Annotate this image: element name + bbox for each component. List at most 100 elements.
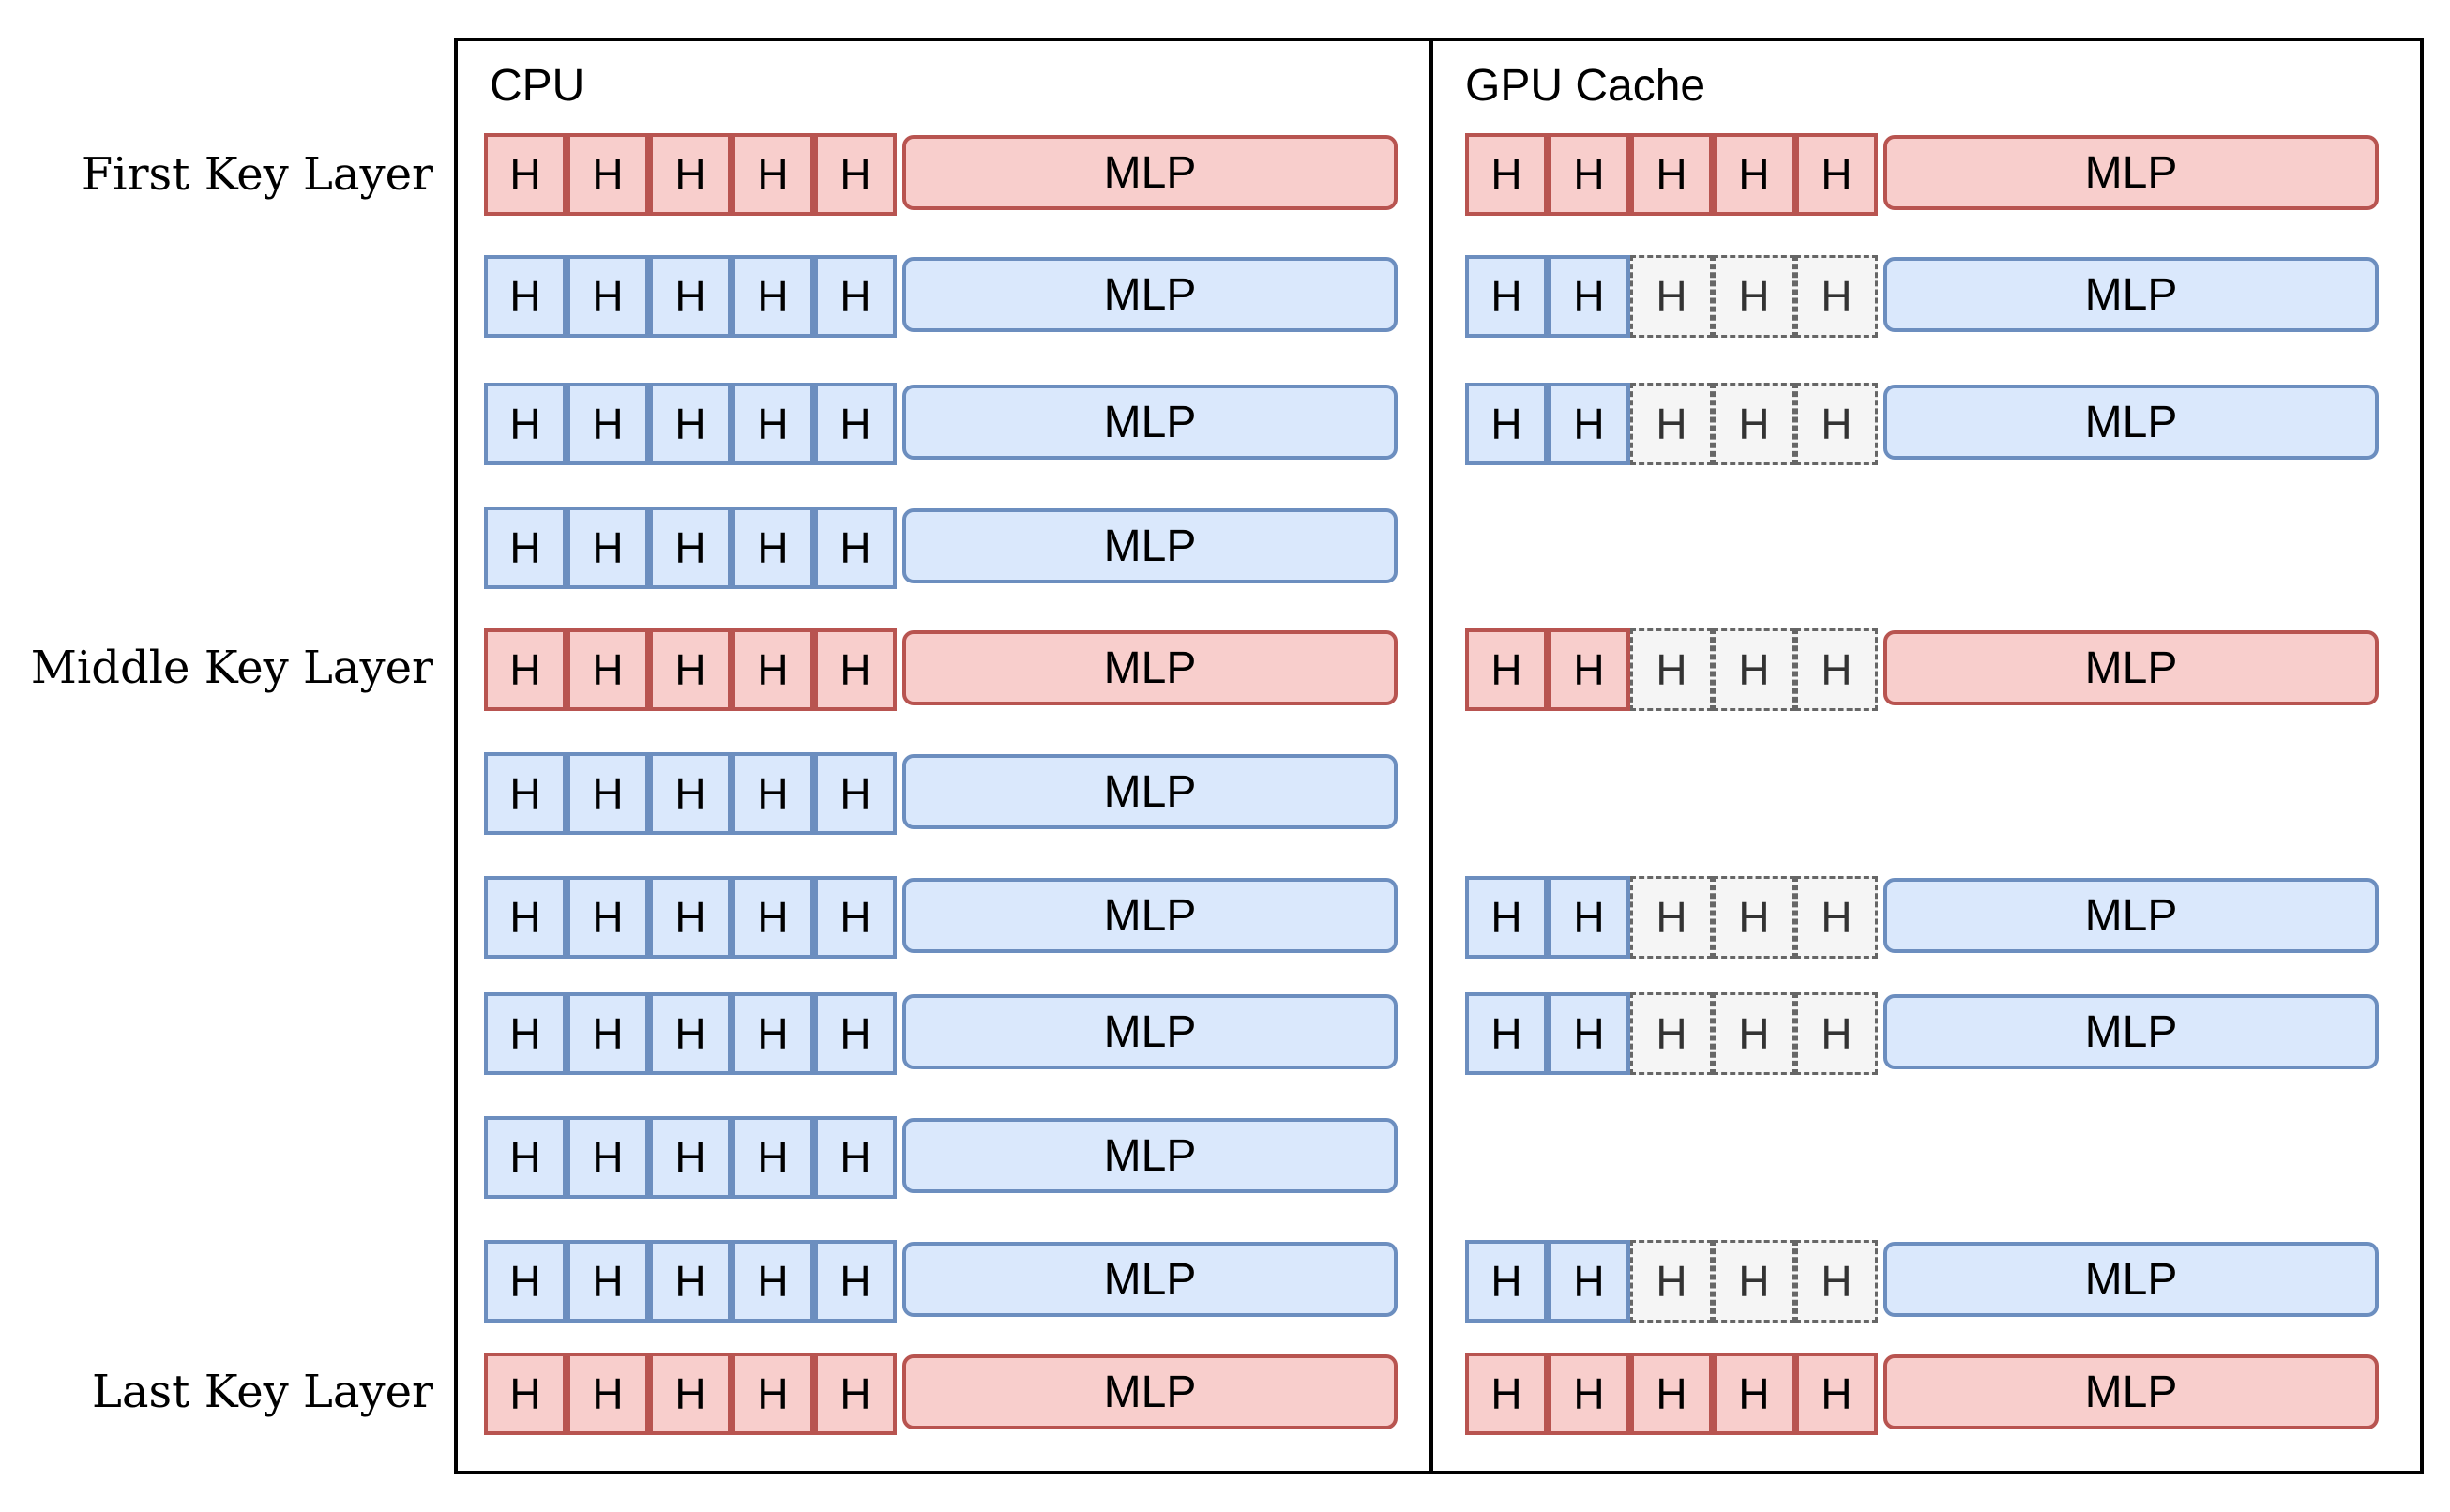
gpu-cached-head: H [1465,628,1548,711]
cpu-attention-head: H [649,1116,732,1199]
gpu-evicted-head: H [1713,628,1795,711]
cpu-attention-head: H [484,133,567,216]
gpu-evicted-head: H [1630,628,1713,711]
gpu-mlp-block: MLP [1883,630,2379,705]
gpu-cached-head: H [1630,133,1713,216]
cpu-attention-head: H [567,876,649,959]
cpu-attention-head: H [649,876,732,959]
cpu-attention-head: H [484,992,567,1075]
cpu-mlp-block: MLP [902,1242,1398,1317]
cpu-attention-head: H [732,1116,814,1199]
cpu-attention-head: H [567,383,649,465]
gpu-evicted-head: H [1630,383,1713,465]
gpu-cached-head: H [1795,1353,1878,1435]
gpu-evicted-head: H [1795,255,1878,338]
cpu-attention-head: H [649,628,732,711]
cpu-attention-head: H [732,628,814,711]
gpu-cached-head: H [1548,383,1630,465]
gpu-cached-head: H [1548,1353,1630,1435]
cpu-attention-head: H [567,255,649,338]
cpu-mlp-block: MLP [902,630,1398,705]
gpu-evicted-head: H [1713,1240,1795,1323]
gpu-mlp-block: MLP [1883,135,2379,210]
row-label-last-key-layer: Last Key Layer [92,1366,433,1418]
gpu-cached-head: H [1465,992,1548,1075]
gpu-cached-head: H [1548,876,1630,959]
cpu-attention-head: H [732,1240,814,1323]
cpu-attention-head: H [814,1116,897,1199]
cpu-attention-head: H [814,1240,897,1323]
cpu-panel-title: CPU [490,61,585,111]
cpu-attention-head: H [814,752,897,835]
cpu-attention-head: H [567,752,649,835]
cpu-attention-head: H [732,1353,814,1435]
cpu-mlp-block: MLP [902,385,1398,460]
cpu-attention-head: H [732,752,814,835]
cpu-attention-head: H [732,876,814,959]
cpu-attention-head: H [649,752,732,835]
cpu-mlp-block: MLP [902,135,1398,210]
gpu-cached-head: H [1465,876,1548,959]
cpu-attention-head: H [814,255,897,338]
cpu-attention-head: H [649,1353,732,1435]
gpu-cached-head: H [1548,992,1630,1075]
cpu-attention-head: H [649,133,732,216]
cpu-attention-head: H [484,383,567,465]
cpu-attention-head: H [567,628,649,711]
cpu-attention-head: H [567,133,649,216]
cpu-mlp-block: MLP [902,754,1398,829]
cpu-attention-head: H [814,1353,897,1435]
cpu-attention-head: H [649,255,732,338]
gpu-mlp-block: MLP [1883,878,2379,953]
row-label-middle-key-layer: Middle Key Layer [30,642,433,694]
gpu-cached-head: H [1548,1240,1630,1323]
cpu-attention-head: H [732,383,814,465]
gpu-evicted-head: H [1630,876,1713,959]
cpu-mlp-block: MLP [902,1118,1398,1193]
gpu-cached-head: H [1465,133,1548,216]
cpu-mlp-block: MLP [902,508,1398,583]
cpu-mlp-block: MLP [902,1354,1398,1429]
cpu-mlp-block: MLP [902,878,1398,953]
cpu-attention-head: H [567,1116,649,1199]
cpu-attention-head: H [732,507,814,589]
cpu-attention-head: H [484,507,567,589]
cpu-attention-head: H [814,992,897,1075]
cpu-attention-head: H [814,383,897,465]
gpu-evicted-head: H [1630,1240,1713,1323]
gpu-evicted-head: H [1795,1240,1878,1323]
gpu-cached-head: H [1795,133,1878,216]
cpu-attention-head: H [732,992,814,1075]
row-label-first-key-layer: First Key Layer [81,148,433,201]
gpu-evicted-head: H [1795,876,1878,959]
gpu-mlp-block: MLP [1883,257,2379,332]
cpu-attention-head: H [649,992,732,1075]
gpu-cached-head: H [1713,1353,1795,1435]
gpu-evicted-head: H [1713,876,1795,959]
gpu-mlp-block: MLP [1883,385,2379,460]
gpu-cached-head: H [1465,1240,1548,1323]
cpu-attention-head: H [484,1240,567,1323]
panel-divider [1429,38,1433,1474]
cpu-attention-head: H [814,876,897,959]
cpu-attention-head: H [649,507,732,589]
cpu-attention-head: H [567,1353,649,1435]
gpu-mlp-block: MLP [1883,1242,2379,1317]
gpu-evicted-head: H [1713,992,1795,1075]
